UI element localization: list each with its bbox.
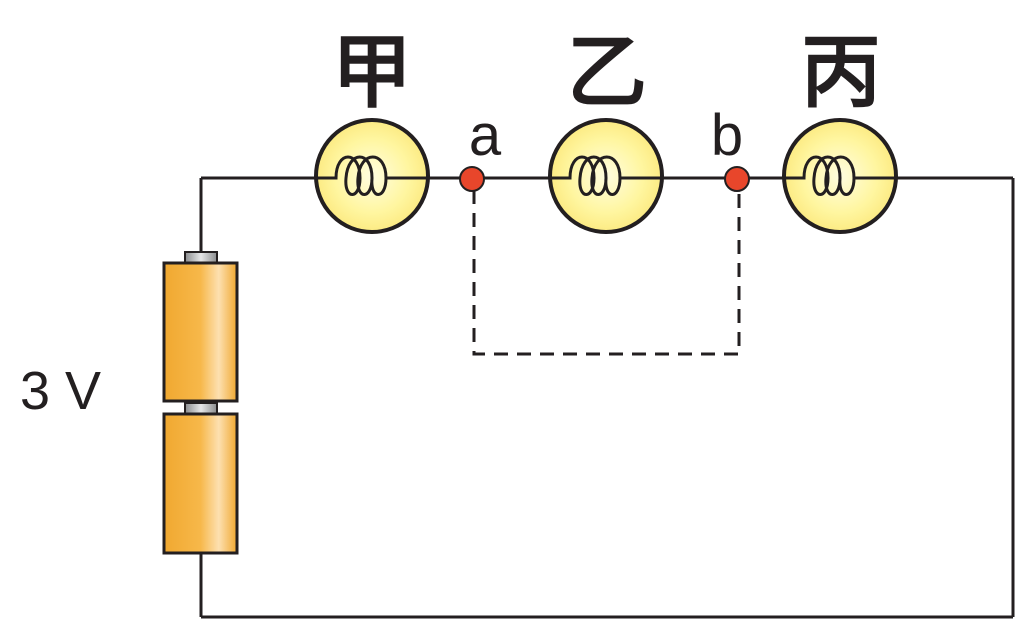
wires	[199, 176, 1015, 619]
point-label-b: b	[711, 103, 743, 168]
dashed-bypass-wire	[472, 190, 741, 356]
bulb-label-yi: 乙	[567, 26, 647, 119]
battery-cell-bottom	[162, 412, 239, 555]
point-label-a: a	[469, 103, 502, 168]
bulb-jia	[314, 118, 430, 234]
filament-icon	[316, 155, 428, 196]
voltage-label: 3 V	[20, 361, 101, 421]
filament-icon	[784, 155, 896, 196]
battery	[162, 251, 239, 555]
battery-cell-top	[162, 261, 239, 403]
bulb-yi	[548, 118, 664, 234]
bulb-bing	[782, 118, 898, 234]
node-b	[724, 166, 750, 192]
bulb-label-jia: 甲	[332, 26, 412, 119]
filament-icon	[550, 155, 662, 196]
node-a	[459, 166, 485, 192]
bulb-label-bing: 丙	[801, 26, 881, 119]
